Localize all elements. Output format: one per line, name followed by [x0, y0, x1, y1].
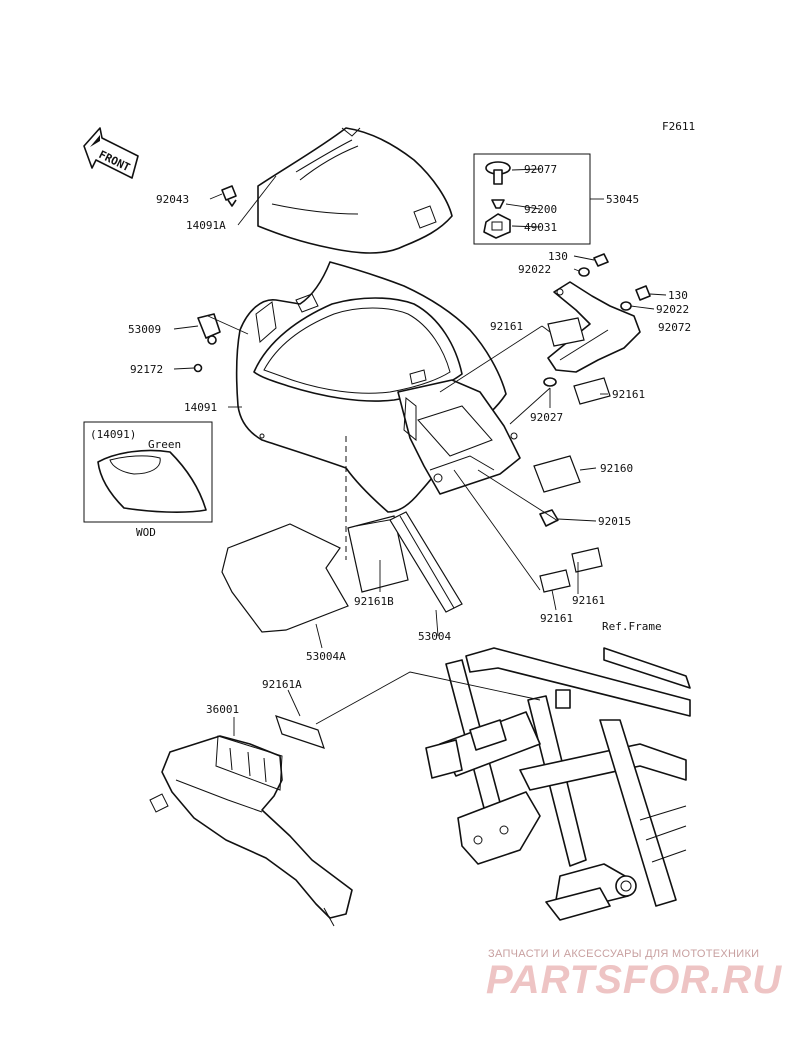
callout-92160: 92160: [600, 462, 633, 475]
callout-92172: 92172: [130, 363, 163, 376]
button-rivet-icon: [485, 161, 511, 185]
callout-92161-pair-left: 92161: [540, 612, 573, 625]
sheet-53004A: [221, 523, 349, 633]
bracket-92072: [547, 281, 641, 373]
watermark-brand: PARTSFOR.RU: [486, 958, 783, 1002]
callout-92200: 92200: [524, 203, 557, 216]
callout-92161-right: 92161: [612, 388, 645, 401]
callout-92161B: 92161B: [354, 595, 394, 608]
duct-36001: [149, 735, 353, 927]
fastener-92043: [221, 185, 237, 207]
callout-49031: 49031: [524, 221, 557, 234]
callout-92161-upper: 92161: [490, 320, 523, 333]
screw-92172: [193, 363, 203, 373]
leader-lines: [173, 168, 667, 736]
washer-92027: [543, 377, 557, 387]
callout-36001: 36001: [206, 703, 239, 716]
upper-cover-14091A: [257, 127, 453, 254]
callout-ref-frame: Ref.Frame: [602, 620, 662, 633]
callout-92161-pair-right: 92161: [572, 594, 605, 607]
callout-53009: 53009: [128, 323, 161, 336]
sticker-92161-right: [573, 377, 611, 405]
callout-14091: 14091: [184, 401, 217, 414]
group-box-53045: [473, 153, 591, 245]
callout-53045: 53045: [606, 193, 639, 206]
callout-92022-right: 92022: [656, 303, 689, 316]
main-cowl-14091: [235, 261, 521, 513]
callout-92022-upper: 92022: [518, 263, 551, 276]
callout-130-right: 130: [668, 289, 688, 302]
sticker-92161-pair-left: [539, 569, 571, 593]
clip-92015: [539, 509, 559, 527]
callout-14091A: 14091A: [186, 219, 226, 232]
callout-92015: 92015: [598, 515, 631, 528]
callout-130-upper: 130: [548, 250, 568, 263]
callout-92161A: 92161A: [262, 678, 302, 691]
bracket-53009: [197, 313, 221, 345]
bolt-130-right: [635, 285, 651, 301]
sheet-53004: [389, 511, 463, 613]
inset-part-ref: (14091): [90, 428, 136, 441]
inset-caption: WOD: [136, 526, 156, 539]
callout-53004A: 53004A: [306, 650, 346, 663]
clip-washer-icon: [491, 199, 505, 209]
front-arrow-icon: FRONT: [83, 127, 139, 179]
sticker-92161-pair-right: [571, 547, 603, 573]
callout-92077: 92077: [524, 163, 557, 176]
figure-id: F2611: [662, 120, 695, 133]
color-variant-inset: (14091) Green WOD: [83, 421, 213, 539]
callout-92027: 92027: [530, 411, 563, 424]
sticker-92161-upper: [547, 317, 585, 347]
washer-92022-upper: [578, 267, 590, 277]
sticker-92160: [533, 455, 581, 493]
callout-53004: 53004: [418, 630, 451, 643]
watermark-tagline: ЗАПЧАСТИ И АКСЕССУАРЫ ДЛЯ МОТОТЕХНИКИ: [488, 948, 760, 960]
washer-92022-right: [620, 301, 632, 311]
bolt-130-upper: [593, 253, 609, 267]
reference-frame: [425, 647, 691, 921]
mount-nut-icon: [483, 213, 511, 239]
sticker-92161A: [275, 715, 325, 749]
callout-92043: 92043: [156, 193, 189, 206]
callout-92072: 92072: [658, 321, 691, 334]
inset-color-label: Green: [148, 438, 181, 451]
